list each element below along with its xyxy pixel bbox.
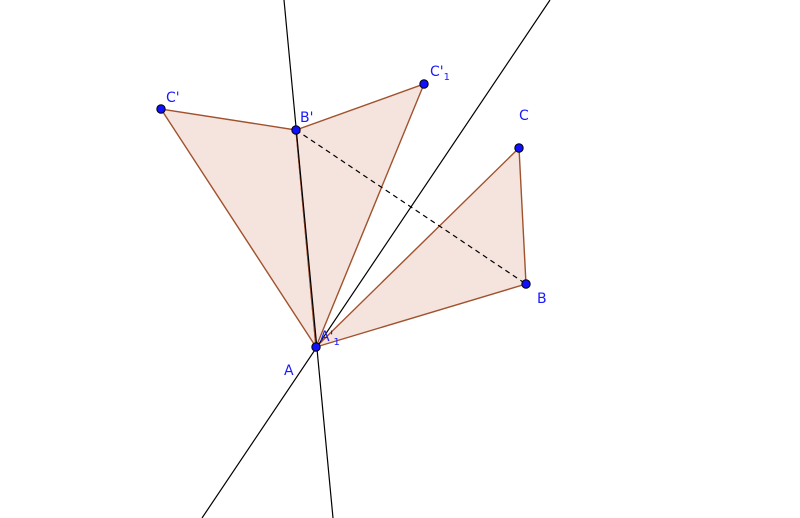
label-a-prime-1-sub: 1 — [333, 337, 339, 348]
label-a-prime-1-main: A' — [320, 329, 333, 345]
line-through-a-steep — [283, 0, 334, 518]
point-b-prime[interactable] — [291, 125, 301, 135]
point-c-prime-1[interactable] — [419, 79, 429, 89]
line-through-a-diagonal — [201, 0, 551, 518]
point-c[interactable] — [514, 143, 524, 153]
label-b: B — [537, 291, 547, 307]
label-c-prime-1-sub: 1 — [444, 72, 450, 83]
label-b-prime: B' — [300, 110, 313, 126]
point-c-prime[interactable] — [156, 104, 166, 114]
label-c-prime-1-main: C' — [430, 64, 444, 80]
label-c-prime-1: C'1 — [430, 64, 450, 83]
label-c: C — [519, 108, 529, 124]
label-a: A — [284, 363, 294, 379]
label-c-prime: C' — [166, 90, 180, 106]
label-a-prime-1: A'1 — [320, 329, 340, 348]
triangle-a-bprime-cprime — [159, 108, 317, 348]
point-b[interactable] — [521, 279, 531, 289]
point-a[interactable] — [311, 342, 321, 352]
triangle-abc — [315, 146, 527, 348]
dashed-segment-bprime-b — [295, 129, 527, 285]
